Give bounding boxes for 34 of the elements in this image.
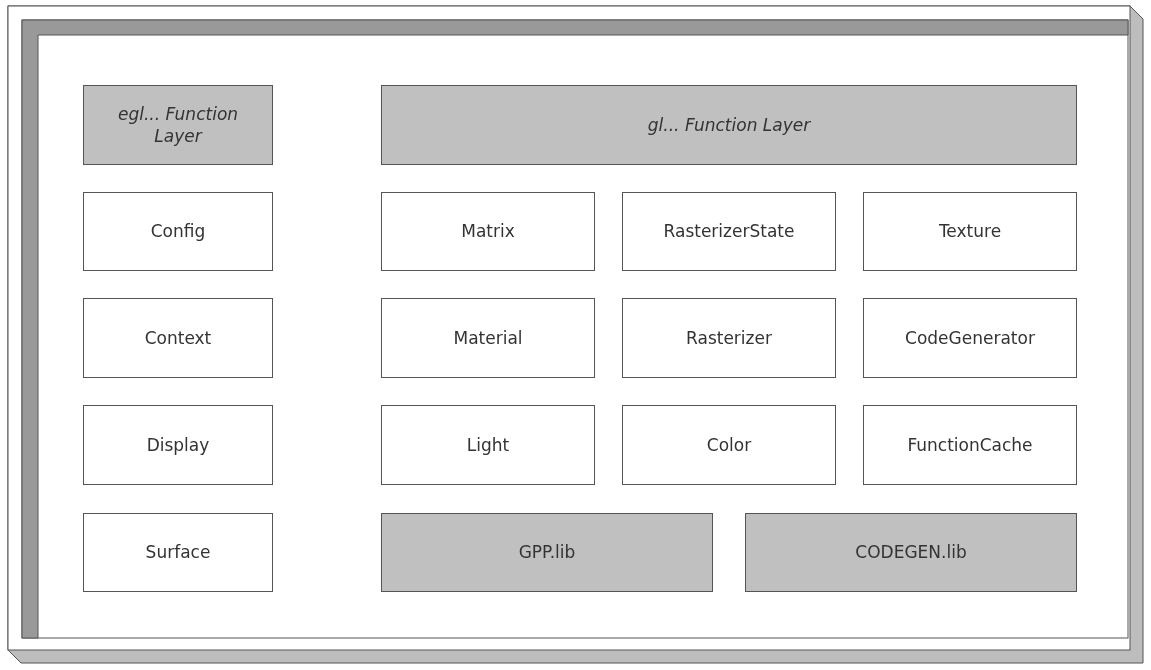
box-label: Light	[465, 433, 511, 457]
layer-box	[381, 513, 713, 592]
component-box	[83, 192, 273, 271]
box-label: Config	[149, 220, 207, 243]
component-box	[83, 298, 273, 378]
layer-box	[381, 85, 1077, 165]
box-label: CODEGEN.lib	[854, 541, 968, 564]
box-label: gl... Function Layer	[646, 113, 812, 137]
box-label: Rasterizer	[685, 326, 773, 350]
component-box	[863, 405, 1077, 485]
box-label: Material	[452, 326, 524, 350]
component-box	[83, 405, 273, 485]
box-label: Color	[705, 433, 753, 457]
component-box	[381, 192, 595, 271]
box-label: Context	[143, 326, 213, 350]
box-label: Texture	[937, 220, 1003, 243]
box-label: GPP.lib	[517, 541, 577, 564]
box-label: CodeGenerator	[904, 326, 1036, 350]
component-box	[622, 405, 836, 485]
component-box	[381, 298, 595, 378]
component-box	[381, 405, 595, 485]
layer-box	[83, 85, 273, 165]
component-box	[863, 192, 1077, 271]
component-box	[622, 298, 836, 378]
box-label: egl... Function Layer	[116, 102, 240, 148]
box-label: Matrix	[460, 220, 516, 243]
layer-box	[745, 513, 1077, 592]
component-box	[863, 298, 1077, 378]
component-box	[83, 513, 273, 592]
component-box	[622, 192, 836, 271]
box-label: Surface	[144, 541, 212, 564]
box-label: RasterizerState	[662, 220, 796, 243]
box-label: Display	[145, 433, 211, 457]
box-label: FunctionCache	[906, 433, 1034, 457]
